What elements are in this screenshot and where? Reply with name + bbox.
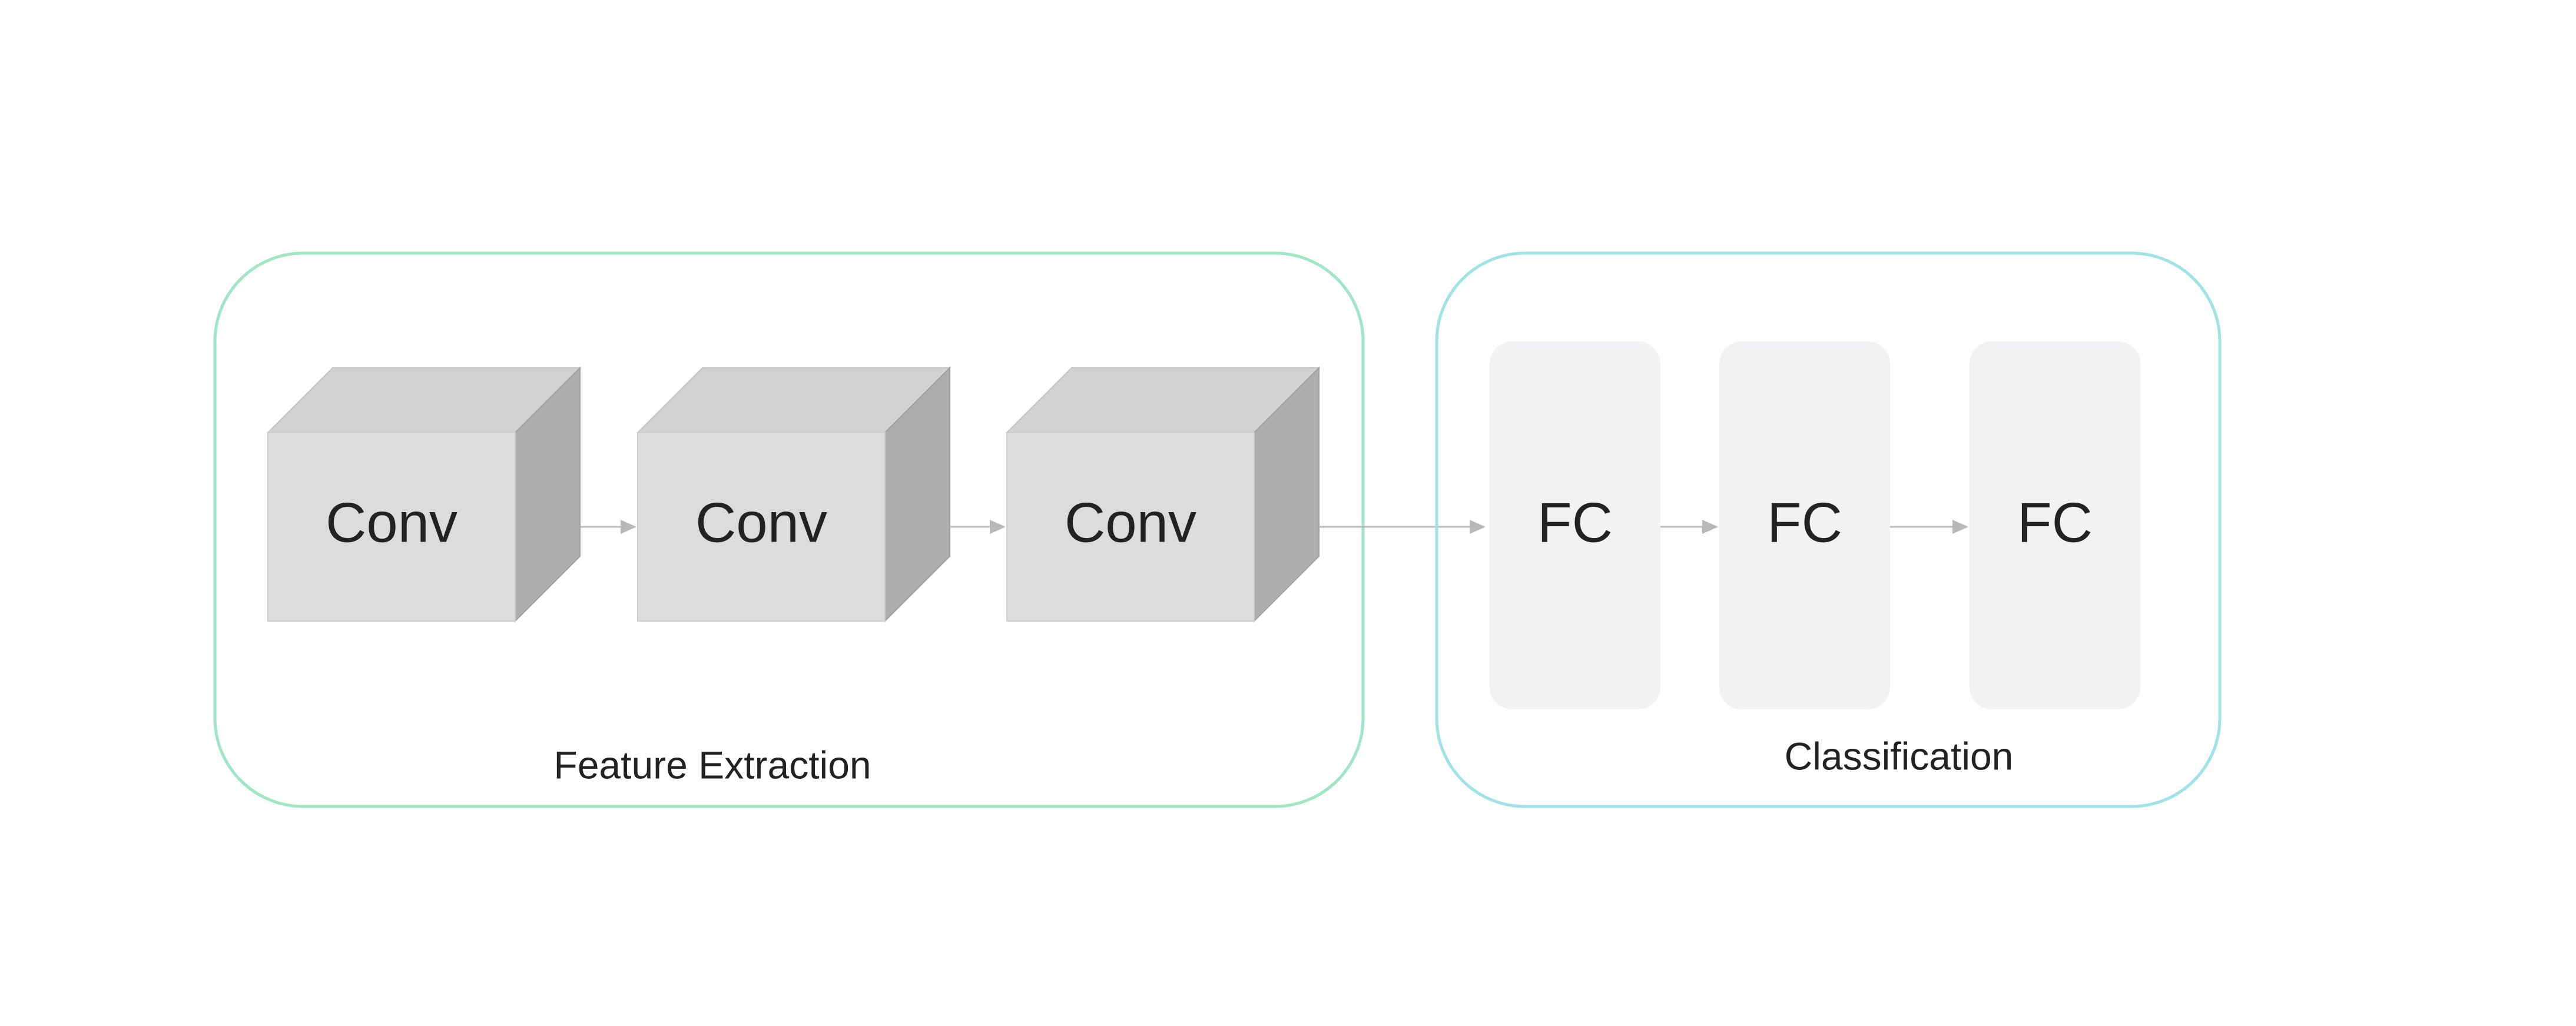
fc-block-1: FC [1490, 341, 1660, 709]
feature-extraction-label: Feature Extraction [553, 743, 871, 786]
fc-block-2-box [1719, 341, 1890, 709]
classification-frame [1435, 251, 2222, 808]
conv-block-1-front [267, 432, 516, 622]
conv-block-1-label: Conv [326, 491, 457, 554]
conv-block-2: Conv [636, 366, 952, 623]
fc-block-3: FC [1970, 341, 2140, 709]
fc-block-3-box [1970, 341, 2140, 709]
feature-extraction-frame [213, 251, 1365, 808]
conv-block-1: Conv [266, 366, 582, 623]
fc-block-3-label: FC [2017, 491, 2093, 554]
classification-group: FC FC FC Classification [1435, 251, 2222, 808]
fc-block-1-box [1490, 341, 1660, 709]
conv-block-3: Conv [1005, 366, 1321, 623]
fc-block-2: FC [1719, 341, 1890, 709]
feature-extraction-group: Conv Conv Conv Feature Extraction [213, 251, 1365, 808]
classification-label: Classification [1785, 734, 2014, 778]
fc-block-2-label: FC [1767, 491, 1842, 554]
conv-block-3-label: Conv [1065, 491, 1196, 554]
conv-block-2-front [637, 432, 886, 622]
fc-block-1-label: FC [1537, 491, 1613, 554]
conv-block-2-label: Conv [695, 491, 827, 554]
conv-block-3-front [1006, 432, 1255, 622]
